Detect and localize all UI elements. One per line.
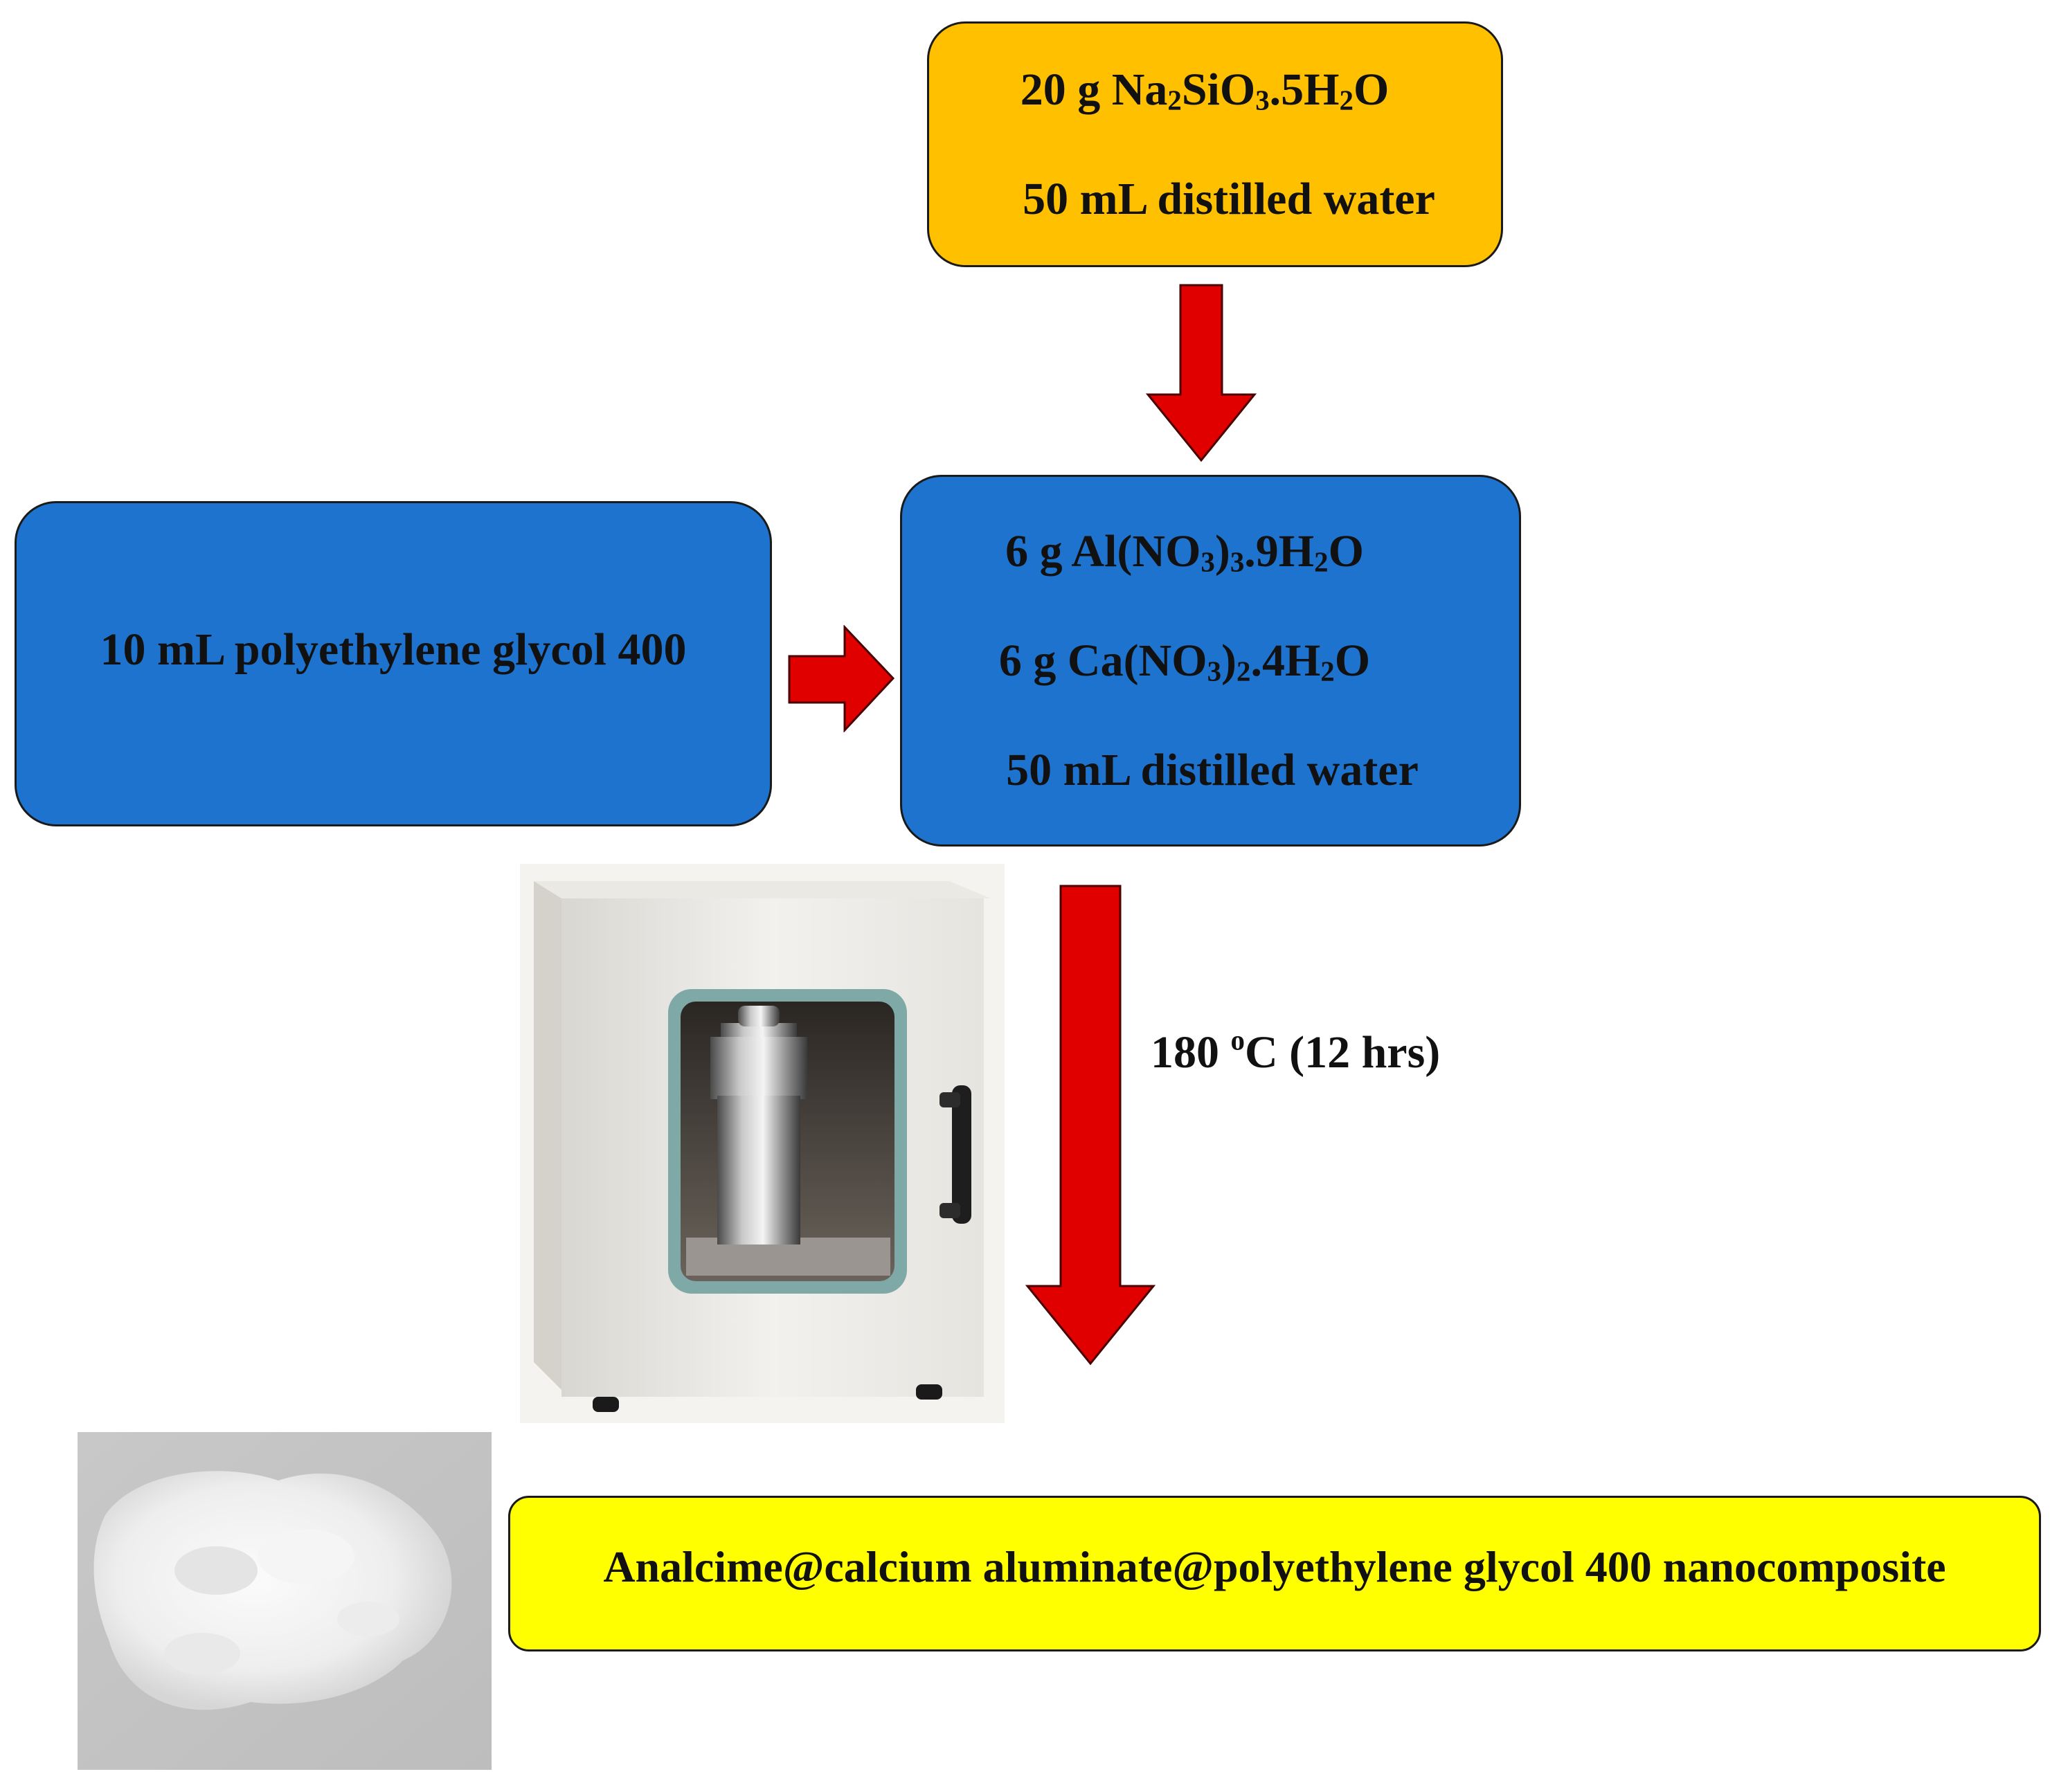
sodium-silicate-box: 20 g Na2SiO3.5H2O 50 mL distilled water [927,21,1503,267]
product-box: Analcime@calcium aluminate@polyethylene … [508,1496,2041,1651]
distilled-water-line-mid: 50 mL distilled water [1006,744,1419,795]
aluminum-nitrate-line: 6 g Al(NO3)3.9H2O [1005,525,1364,577]
product-label: Analcime@calcium aluminate@polyethylene … [603,1541,1946,1591]
oven-autoclave-image [520,864,1005,1423]
calcium-nitrate-line: 6 g Ca(NO3)2.4H2O [998,635,1371,687]
down-arrow-icon [1146,284,1257,462]
right-arrow-icon [788,625,895,732]
distilled-water-line-top: 50 mL distilled water [1023,173,1435,224]
nanocomposite-powder-image [78,1432,492,1770]
reaction-condition-label: 180 oC (12 hrs) [1151,1024,1441,1078]
metal-nitrate-box: 6 g Al(NO3)3.9H2O 6 g Ca(NO3)2.4H2O 50 m… [900,475,1521,847]
peg-line: 10 mL polyethylene glycol 400 [100,624,687,675]
peg-box: 10 mL polyethylene glycol 400 [15,501,772,826]
long-down-arrow-icon [1025,885,1156,1366]
sodium-silicate-line: 20 g Na2SiO3.5H2O [1020,64,1390,116]
